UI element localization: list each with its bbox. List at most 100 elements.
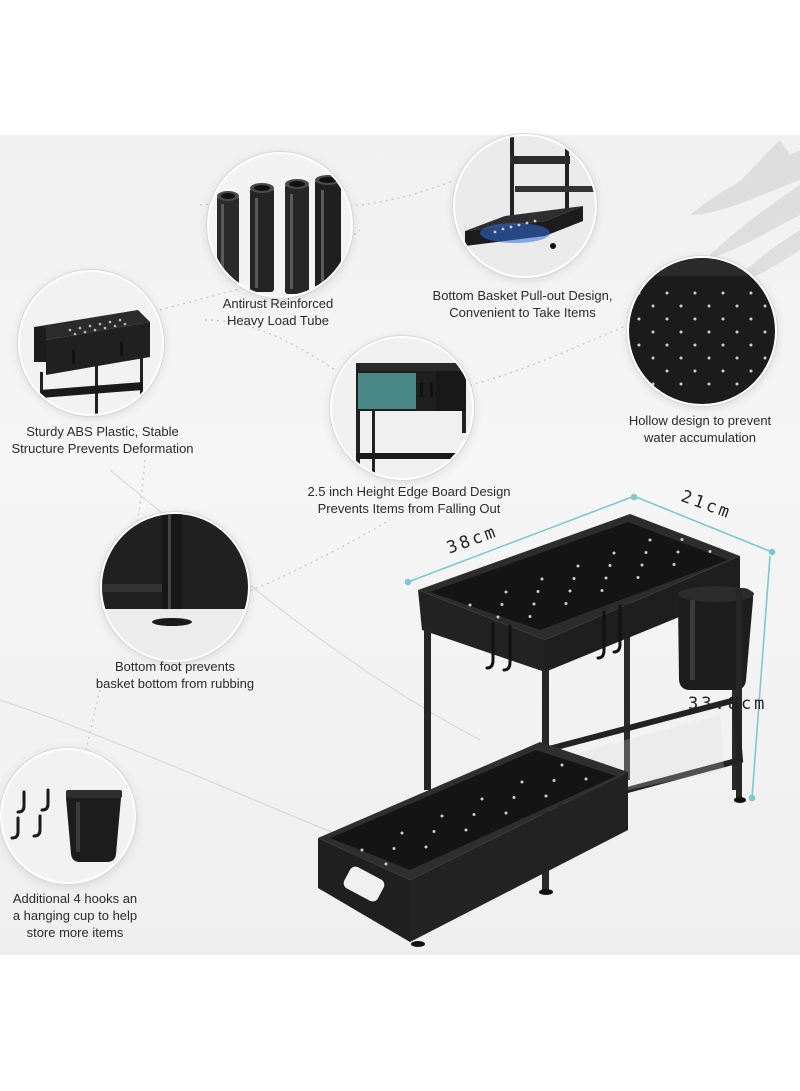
perforation-dot bbox=[464, 828, 468, 832]
perforation-dot bbox=[496, 615, 500, 619]
abs-label-line1: Sturdy ABS Plastic, Stable bbox=[26, 424, 179, 439]
perforation-dot bbox=[472, 813, 476, 816]
perforation-dot bbox=[721, 291, 725, 295]
perforation-dot bbox=[679, 330, 683, 334]
hooks-label: Additional 4 hooks an a hanging cup to h… bbox=[0, 890, 150, 941]
perforation-dot bbox=[749, 369, 753, 373]
pullout-icon bbox=[453, 134, 597, 278]
hooks-label-line2: a hanging cup to help bbox=[12, 908, 138, 923]
perforation-dot bbox=[392, 847, 396, 850]
perforation-dot bbox=[707, 382, 711, 386]
perforation-dot bbox=[749, 343, 753, 347]
perforation-dot bbox=[721, 369, 725, 373]
perforation-dot bbox=[665, 343, 669, 347]
perforation-dot bbox=[572, 577, 576, 580]
hooks-label-line1: Additional 4 hooks an bbox=[12, 891, 138, 906]
perforation-dot bbox=[400, 831, 404, 835]
pullout-label-line1: Bottom Basket Pull-out Design, bbox=[432, 288, 613, 303]
perforation-dot bbox=[680, 538, 684, 541]
hollow-label: Hollow design to prevent water accumulat… bbox=[600, 412, 800, 446]
perforation-dot bbox=[584, 777, 588, 781]
perforation-dot bbox=[749, 317, 753, 321]
perforation-dot bbox=[612, 551, 616, 555]
perforation-dot bbox=[504, 590, 508, 594]
pullout-label-line2: Convenient to Take Items bbox=[449, 305, 596, 320]
perforation-dot bbox=[640, 563, 644, 567]
perforation-dot bbox=[693, 317, 697, 321]
perforation-dot bbox=[749, 291, 753, 295]
perforation-dot bbox=[651, 356, 655, 360]
edge-label-line1: 2.5 inch Height Edge Board Design bbox=[307, 484, 511, 499]
perforation-dot bbox=[651, 330, 655, 334]
perforation-dot bbox=[512, 796, 516, 799]
foot-label-line2: basket bottom from rubbing bbox=[95, 676, 255, 691]
perforation-dot bbox=[636, 576, 640, 579]
width-dimension-line bbox=[635, 496, 773, 553]
perforation-dot bbox=[665, 291, 669, 295]
foot-icon bbox=[100, 512, 250, 662]
perforation-dot bbox=[360, 848, 364, 852]
perforation-dot bbox=[468, 603, 472, 607]
tube-label: Antirust Reinforced Heavy Load Tube bbox=[193, 295, 363, 329]
height-dimension-label: 33.8cm bbox=[688, 694, 768, 714]
tube-icon bbox=[207, 152, 353, 298]
hooks-cup-icon bbox=[0, 748, 136, 884]
foot-label-line1: Bottom foot prevents bbox=[115, 659, 235, 674]
perforation-dot bbox=[560, 763, 564, 767]
perforation-dot bbox=[564, 602, 568, 605]
tube-label-line2: Heavy Load Tube bbox=[227, 313, 329, 328]
perforation-dot bbox=[540, 577, 544, 581]
perforation-dot bbox=[432, 830, 436, 833]
perforation-dot bbox=[480, 797, 484, 801]
hooks-label-line3: store more items bbox=[26, 925, 124, 940]
perforation-dot bbox=[763, 304, 767, 308]
perforation-dot bbox=[708, 550, 712, 553]
perforation-dot bbox=[735, 382, 739, 386]
perforation-dot bbox=[552, 779, 556, 782]
perforation-dot bbox=[735, 356, 739, 360]
edge-board-icon bbox=[330, 336, 474, 480]
hollow-icon bbox=[627, 256, 777, 406]
perforation-dot bbox=[608, 564, 612, 567]
perforation-dot bbox=[707, 304, 711, 308]
perforation-dot bbox=[637, 317, 641, 321]
perforation-dot bbox=[735, 304, 739, 308]
perforation-dot bbox=[504, 811, 508, 815]
edge-label: 2.5 inch Height Edge Board Design Preven… bbox=[284, 483, 534, 517]
perforation-dot bbox=[693, 343, 697, 347]
perforation-dot bbox=[735, 330, 739, 334]
perforation-dot bbox=[532, 602, 536, 606]
height-dimension-line bbox=[751, 555, 771, 799]
shelf-icon bbox=[18, 270, 164, 416]
perforation-dot bbox=[637, 343, 641, 347]
perforation-dot bbox=[721, 343, 725, 347]
perforation-dot bbox=[679, 382, 683, 386]
foot-label: Bottom foot prevents basket bottom from … bbox=[70, 658, 280, 692]
pullout-label: Bottom Basket Pull-out Design, Convenien… bbox=[410, 287, 635, 321]
hollow-label-line1: Hollow design to prevent bbox=[628, 413, 772, 428]
perforation-dot bbox=[544, 794, 548, 798]
perforation-dot bbox=[424, 845, 428, 849]
perforation-dot bbox=[520, 780, 524, 784]
perforation-dot bbox=[440, 814, 444, 818]
perforation-dot bbox=[576, 564, 580, 568]
edge-label-line2: Prevents Items from Falling Out bbox=[317, 501, 501, 516]
perforation-dot bbox=[693, 369, 697, 373]
abs-label-line2: Structure Prevents Deformation bbox=[11, 441, 194, 456]
perforation-dot bbox=[651, 304, 655, 308]
tube-label-line1: Antirust Reinforced bbox=[222, 296, 334, 311]
perforation-dot bbox=[676, 550, 680, 554]
perforation-dot bbox=[600, 589, 604, 592]
perforation-dot bbox=[665, 369, 669, 373]
perforation-dot bbox=[651, 382, 655, 386]
perforation-dot bbox=[693, 291, 697, 295]
perforation-dot bbox=[384, 862, 388, 866]
perforation-dot bbox=[679, 356, 683, 360]
perforation-dot bbox=[763, 330, 767, 334]
length-dimension-line bbox=[407, 496, 633, 583]
perforation-dot bbox=[648, 538, 652, 542]
perforation-dot bbox=[672, 563, 676, 566]
